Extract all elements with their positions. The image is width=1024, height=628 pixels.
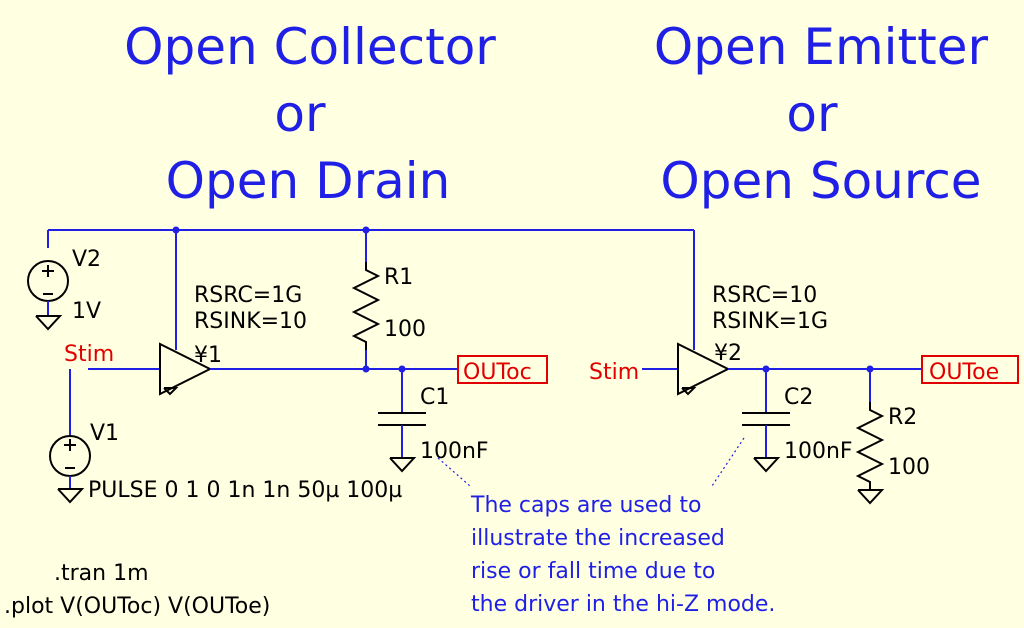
v2-voltage-source: [27, 260, 69, 331]
note-leaders: [437, 437, 745, 487]
title-left-line-2: or: [274, 85, 326, 143]
v1-name: V1: [90, 421, 119, 446]
r2-name: R2: [888, 405, 917, 430]
note-line-2: illustrate the increased: [471, 526, 725, 551]
r1-name: R1: [384, 265, 413, 290]
stim-right-label: Stim: [589, 360, 639, 385]
r1-value: 100: [384, 317, 426, 342]
r1-resistor: [351, 262, 381, 369]
directive-plot: .plot V(OUToc) V(OUToe): [4, 594, 270, 619]
c1-value: 100nF: [420, 439, 489, 464]
y1-param-2: RSINK=10: [194, 309, 307, 334]
r2-resistor: [855, 369, 885, 505]
note-line-1: The caps are used to: [470, 493, 701, 518]
y2-param-1: RSRC=10: [712, 283, 817, 308]
title-right-line-2: or: [786, 85, 838, 143]
supply-wire: [47, 226, 695, 350]
y1-buffer: [159, 342, 458, 396]
v1-voltage-source: [49, 369, 91, 504]
outoe-net-label: OUToe: [929, 360, 999, 385]
note-line-3: rise or fall time due to: [471, 559, 715, 584]
v2-name: V2: [72, 247, 101, 272]
y1-name: ¥1: [194, 343, 222, 368]
y2-name: ¥2: [714, 341, 742, 366]
directive-tran: .tran 1m: [54, 561, 149, 586]
v2-value: 1V: [72, 299, 101, 324]
stim-left-label: Stim: [64, 342, 114, 367]
outoc-net-label: OUToc: [463, 360, 532, 385]
outoc-net-box: [457, 355, 548, 384]
c1-capacitor: [378, 369, 426, 473]
c1-name: C1: [420, 385, 449, 410]
note-line-4: the driver in the hi-Z mode.: [471, 592, 775, 617]
c2-value: 100nF: [784, 439, 853, 464]
title-left-line-1: Open Collector: [124, 18, 496, 76]
c2-name: C2: [784, 385, 813, 410]
y2-param-2: RSINK=1G: [712, 309, 828, 334]
c2-capacitor: [742, 369, 790, 473]
v1-value: PULSE 0 1 0 1n 1n 50µ 100µ: [88, 478, 402, 503]
r2-value: 100: [888, 455, 930, 480]
y1-param-1: RSRC=1G: [194, 283, 302, 308]
title-right-line-3: Open Source: [660, 152, 981, 210]
title-right-line-1: Open Emitter: [654, 18, 989, 76]
title-left-line-3: Open Drain: [166, 152, 451, 210]
outoe-net-box: [921, 355, 1019, 384]
